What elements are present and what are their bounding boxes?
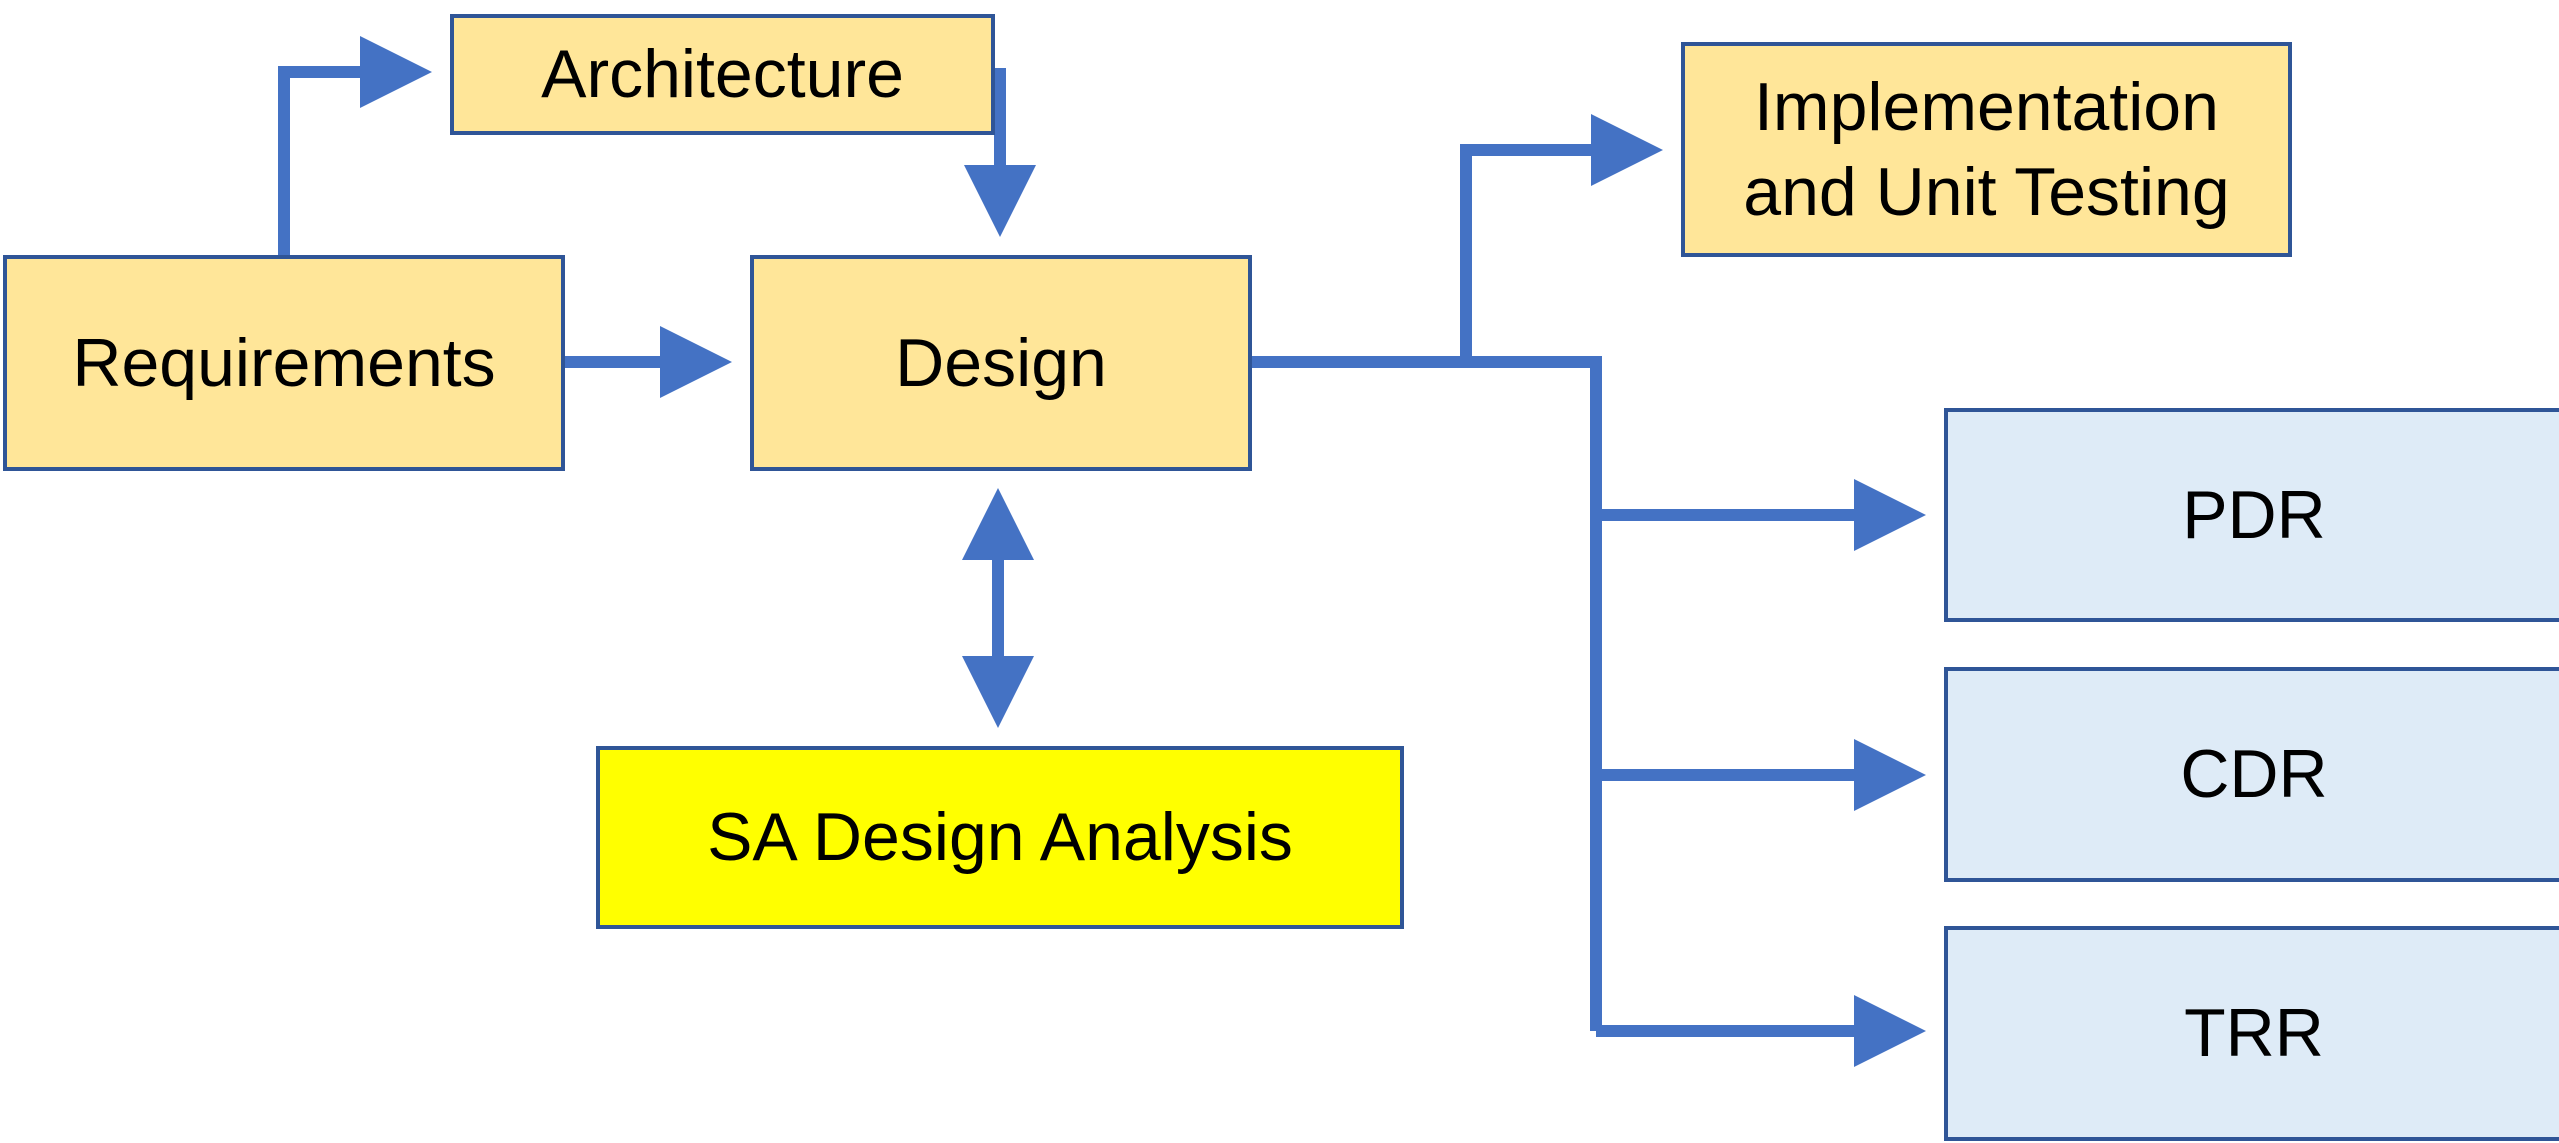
trr-box: TRR: [1944, 926, 2559, 1141]
pdr-box: PDR: [1944, 408, 2559, 622]
arrow-requirements-to-architecture: [278, 36, 432, 255]
architecture-box: Architecture: [450, 14, 995, 135]
implementation-label-line2: and Unit Testing: [1743, 153, 2230, 230]
requirements-box: Requirements: [3, 255, 565, 471]
architecture-label: Architecture: [541, 36, 904, 112]
arrow-design-to-implementation: [1460, 114, 1663, 362]
cdr-label: CDR: [2180, 736, 2328, 812]
sa-design-analysis-box: SA Design Analysis: [596, 746, 1404, 929]
sa-design-analysis-label: SA Design Analysis: [707, 799, 1293, 875]
design-box: Design: [750, 255, 1252, 471]
design-label: Design: [895, 324, 1107, 401]
implementation-box: Implementation and Unit Testing: [1681, 42, 2292, 257]
requirements-label: Requirements: [72, 324, 496, 401]
cdr-box: CDR: [1944, 667, 2559, 882]
line-design-trunk: [1252, 356, 1602, 1031]
pdr-label: PDR: [2182, 476, 2326, 553]
trr-label: TRR: [2184, 995, 2324, 1071]
implementation-label-line1: Implementation: [1754, 68, 2219, 145]
